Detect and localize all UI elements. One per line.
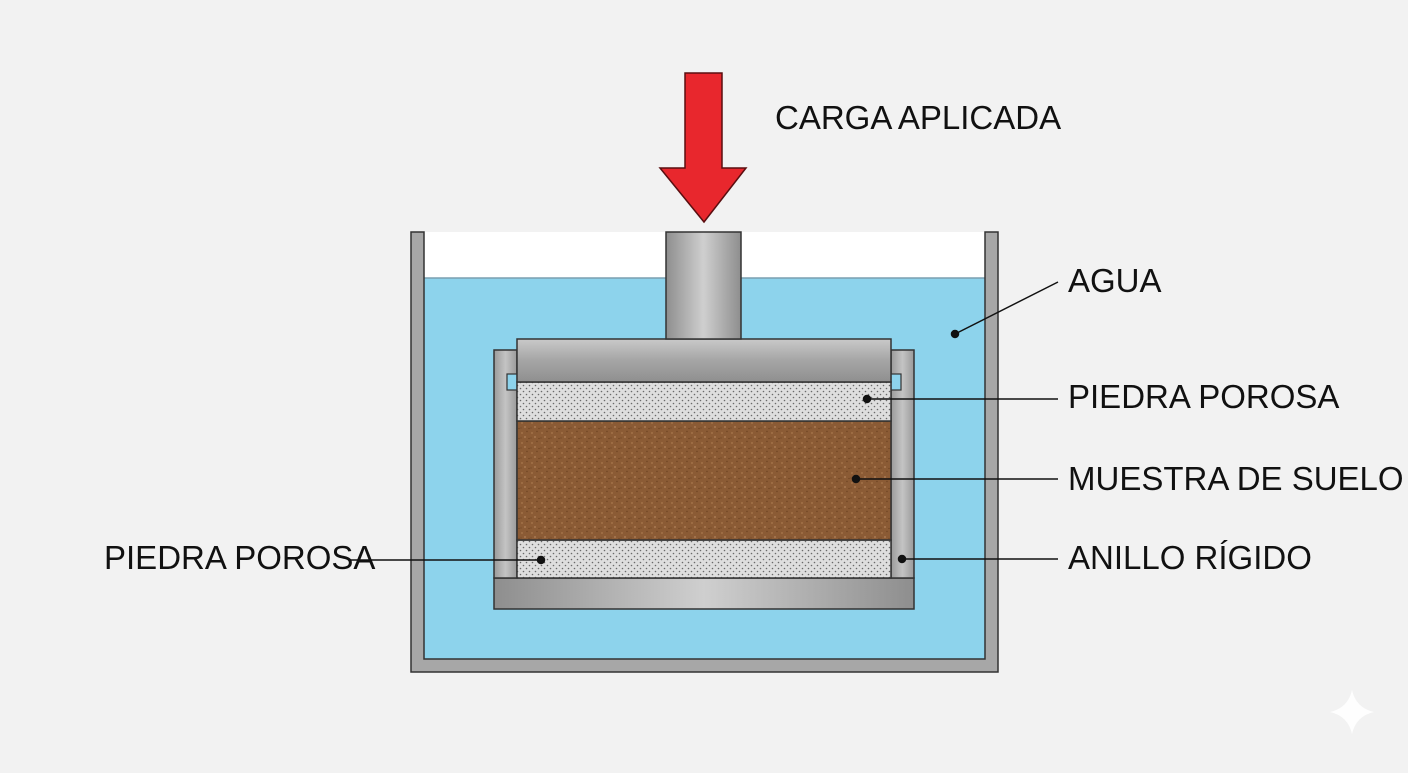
label-rigid-ring: ANILLO RÍGIDO (1068, 539, 1312, 576)
leader-dot-top-stone (862, 394, 872, 404)
leader-water (954, 281, 1059, 335)
label-water: AGUA (1068, 262, 1162, 299)
bottom-porous-stone (516, 539, 892, 579)
sparkle-icon (1330, 690, 1374, 734)
ring-notch-left (506, 373, 518, 391)
soil-sample (516, 420, 892, 541)
leader-dot-bottom-stone (536, 555, 546, 565)
ring-notch-right (890, 373, 902, 391)
label-top-porous-stone: PIEDRA POROSA (1068, 378, 1339, 415)
leader-dot-ring (897, 554, 907, 564)
label-soil-sample: MUESTRA DE SUELO (1068, 460, 1404, 497)
top-porous-stone (516, 381, 892, 422)
tank-walls (410, 231, 999, 673)
leader-dot-soil (851, 474, 861, 484)
loading-piston (665, 231, 742, 340)
leader-lines (349, 281, 1059, 565)
label-bottom-porous-stone: PIEDRA POROSA (104, 539, 375, 576)
leader-dot-water (950, 329, 960, 339)
load-arrow-icon (658, 72, 748, 224)
base-plate (493, 577, 915, 610)
loading-cap (516, 338, 892, 383)
label-applied-load: CARGA APLICADA (775, 99, 1061, 136)
